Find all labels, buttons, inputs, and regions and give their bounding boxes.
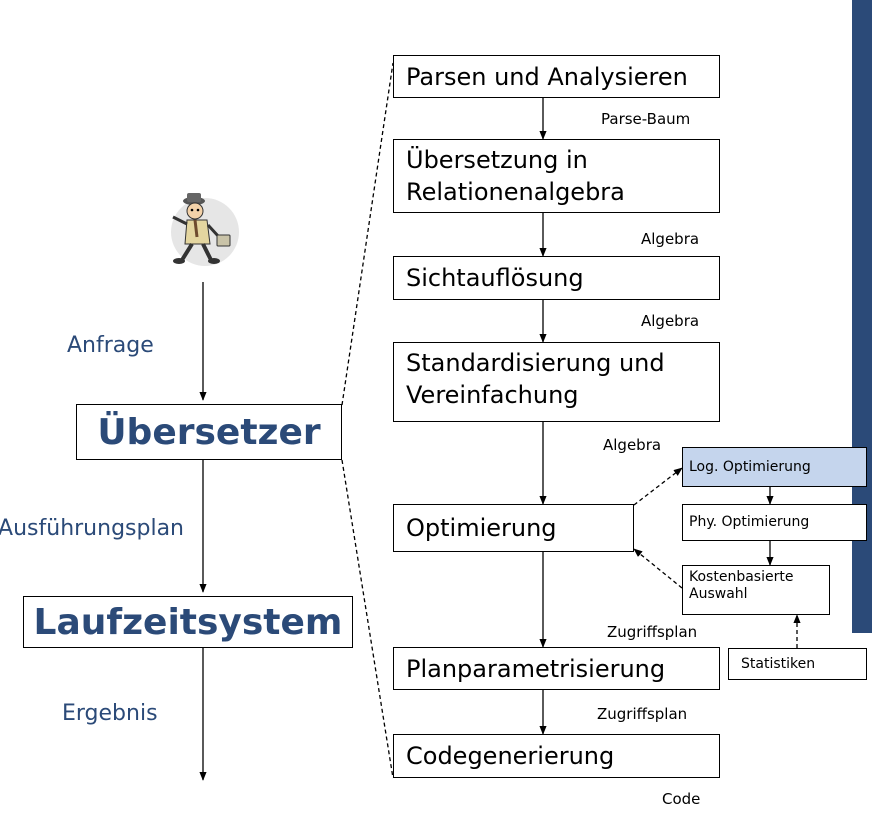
cost-based-selection-label: Kostenbasierte Auswahl xyxy=(689,569,794,602)
step-translation: Übersetzung in Relationenalgebra xyxy=(393,139,720,213)
edge-label-access-plan-1: Zugriffsplan xyxy=(607,623,698,641)
step-optimization: Optimierung xyxy=(393,504,634,552)
step-code-generation-label: Codegenerierung xyxy=(406,742,615,770)
step-view-resolution-label: Sichtauflösung xyxy=(406,264,584,292)
statistics-label: Statistiken xyxy=(741,655,816,672)
statistics-box: Statistiken xyxy=(728,648,867,680)
runtime-label: Laufzeitsystem xyxy=(33,601,343,643)
physical-optimization-label: Phy. Optimierung xyxy=(689,514,810,530)
edge-label-access-plan-2: Zugriffsplan xyxy=(597,705,688,723)
arrow-from-cost xyxy=(633,548,683,589)
compiler-box: Übersetzer xyxy=(76,404,342,460)
edge-label-algebra-3: Algebra xyxy=(603,436,662,454)
compiler-label: Übersetzer xyxy=(97,411,321,453)
user-avatar-icon xyxy=(171,193,239,266)
step-translation-label: Übersetzung in Relationenalgebra xyxy=(406,146,625,206)
arrow-to-logical xyxy=(633,467,683,506)
step-view-resolution: Sichtauflösung xyxy=(393,256,720,300)
step-parse: Parsen und Analysieren xyxy=(393,55,720,98)
step-optimization-label: Optimierung xyxy=(406,514,557,542)
edge-label-algebra-2: Algebra xyxy=(641,312,700,330)
logical-optimization-label: Log. Optimierung xyxy=(689,458,811,475)
step-standardization-label: Standardisierung und Vereinfachung xyxy=(406,349,665,409)
physical-optimization-box: Phy. Optimierung xyxy=(682,504,867,541)
step-standardization: Standardisierung und Vereinfachung xyxy=(393,342,720,422)
zoom-line-bottom xyxy=(341,459,394,779)
execution-plan-label: Ausführungsplan xyxy=(0,516,184,541)
edge-label-code: Code xyxy=(662,790,701,808)
runtime-box: Laufzeitsystem xyxy=(23,596,353,648)
edge-label-parse-tree: Parse-Baum xyxy=(601,110,691,128)
step-parse-label: Parsen und Analysieren xyxy=(406,62,688,91)
step-plan-parametrization: Planparametrisierung xyxy=(393,647,720,690)
step-code-generation: Codegenerierung xyxy=(393,734,720,778)
step-plan-parametrization-label: Planparametrisierung xyxy=(406,654,666,683)
zoom-line-top xyxy=(341,62,394,406)
query-label: Anfrage xyxy=(67,333,154,358)
result-label: Ergebnis xyxy=(62,701,158,726)
cost-based-selection-box: Kostenbasierte Auswahl xyxy=(682,565,830,615)
logical-optimization-box: Log. Optimierung xyxy=(682,447,867,487)
edge-label-algebra-1: Algebra xyxy=(641,230,700,248)
